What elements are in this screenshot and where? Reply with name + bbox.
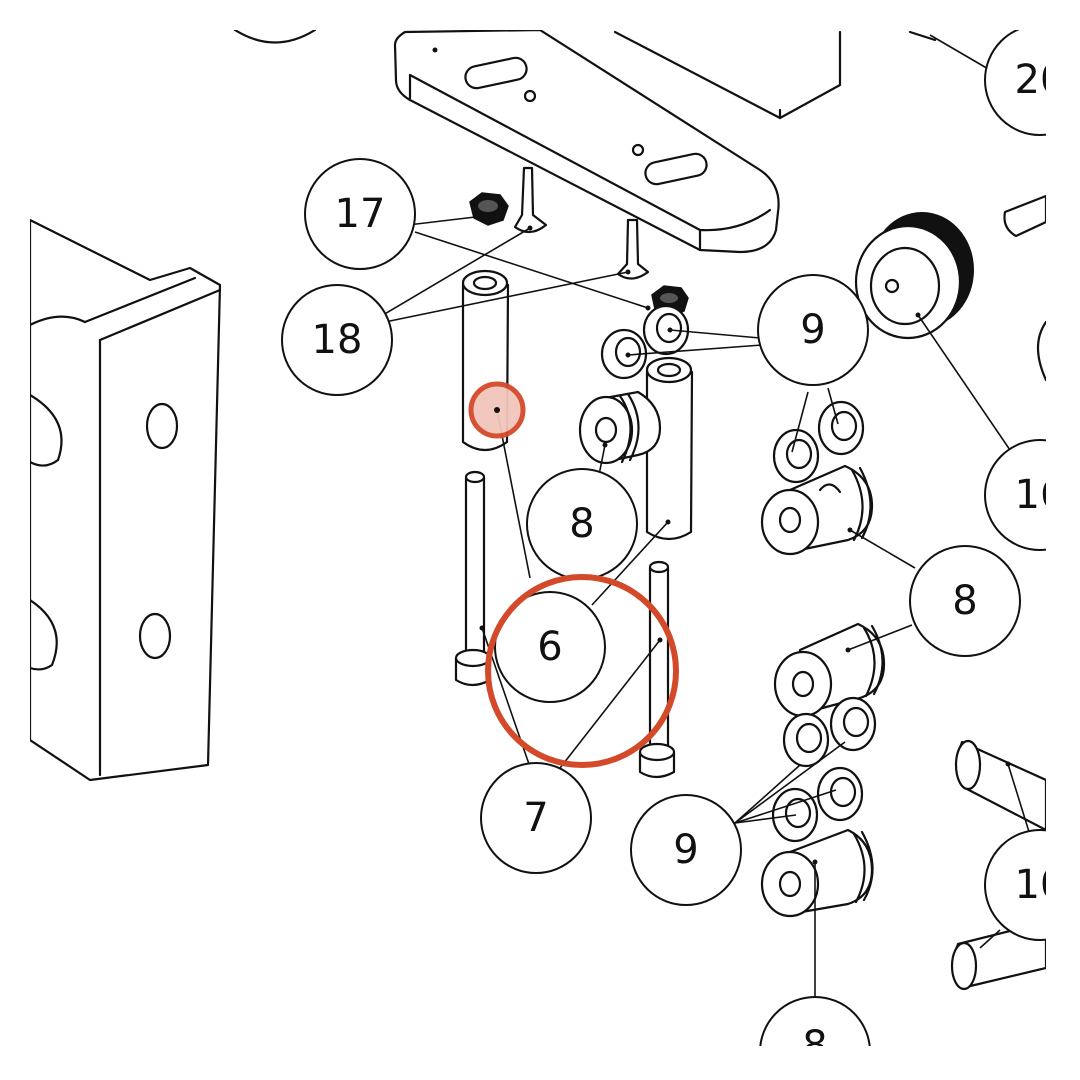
washer-b [642,304,690,356]
washer-d [817,400,865,456]
pin-top-right [1003,194,1046,238]
balloon-7: 7 [480,762,592,874]
washer-e [782,712,830,768]
pin-10-upper [954,739,1046,832]
screw-top [513,166,548,234]
balloon-7-label: 7 [523,795,548,841]
balloon-8-bottom: 8 [759,996,871,1069]
roller-a [578,390,662,465]
balloon-10: 10 [984,829,1066,941]
knob [854,212,974,340]
side-plate [30,218,222,782]
roller-d [760,828,874,918]
balloon-20-label: 20 [1015,57,1066,103]
pin-10-lower [950,920,1046,991]
balloon-17-label: 17 [335,191,386,237]
bolt-left [454,470,492,687]
roller-b [760,464,874,556]
balloon-8-bottom-label: 8 [802,1023,827,1069]
washer-f [829,696,877,752]
balloon-16: 16 [984,439,1066,551]
balloon-16-label: 16 [1015,472,1066,518]
balloon-6-label: 6 [537,624,562,670]
balloon-20: 20 [984,30,1066,136]
balloon-9-lower-label: 9 [673,827,698,873]
balloon-18-label: 18 [312,317,363,363]
balloon-8-right-label: 8 [952,578,977,624]
balloon-8-right: 8 [909,545,1021,657]
balloon-18: 18 [281,284,393,396]
balloon-9-upper-label: 9 [800,307,825,353]
balloon-17: 17 [304,158,416,270]
balloon-8-middle: 8 [526,468,638,580]
balloon-8-middle-label: 8 [569,501,594,547]
washer-h [816,766,864,822]
nut-17 [469,192,509,226]
balloon-10-label: 10 [1015,862,1066,908]
cropped-balloon-top [233,30,317,44]
bolt-right [638,560,676,779]
leader-lines [377,34,1031,1000]
screw-lower [616,218,650,280]
balloon-9-lower: 9 [630,794,742,906]
roller-c [773,622,886,718]
washer-c [772,428,820,484]
balloon-6: 6 [494,591,606,703]
top-bracket [393,30,937,254]
balloon-9-upper: 9 [757,274,869,386]
standoff-tube-right [645,356,694,541]
cropped-part-right [1036,320,1046,382]
highlight-ring [485,574,679,768]
